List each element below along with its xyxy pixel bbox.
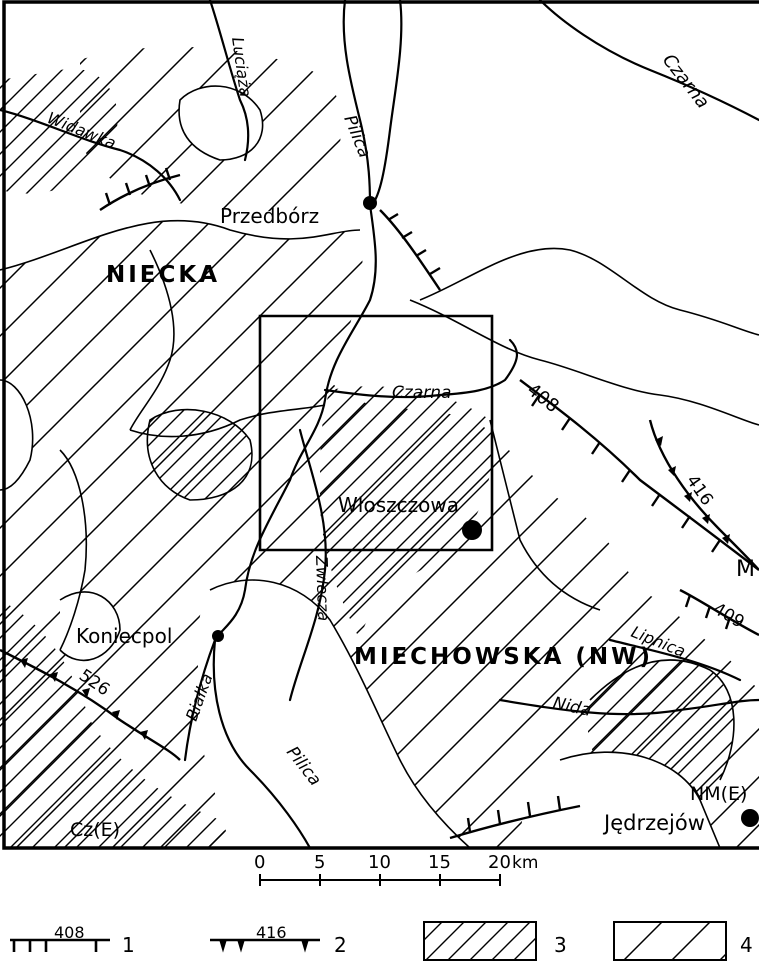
town-label-koniecpol: Koniecpol	[76, 624, 172, 648]
scale-bar: 0 5 10 15 20 km	[254, 852, 538, 886]
boundary-line	[0, 379, 34, 491]
river-pilica-upper	[370, 0, 403, 207]
river-czarna-center	[323, 338, 518, 399]
scarp-number-408: 408	[523, 379, 563, 417]
legend-label-1: 1	[122, 933, 135, 957]
legend: 408 1 416 2 3 4	[10, 921, 753, 961]
scale-unit: km	[512, 853, 538, 873]
stream	[129, 404, 326, 438]
clearing-koniecpol	[60, 591, 120, 661]
river-zwlecza	[288, 428, 327, 702]
region-code-nm: NM(E)	[690, 783, 747, 805]
area-unit-3-center	[147, 409, 252, 500]
river-pilica	[212, 0, 377, 848]
river-label-zwlecza: Zwlecza	[312, 554, 333, 621]
region-label-niecka: NIECKA	[106, 262, 220, 288]
boundary-line	[419, 247, 759, 336]
river-luciaza	[208, 0, 250, 162]
scale-tick-0: 0	[254, 852, 265, 873]
clearing-se	[520, 752, 720, 848]
scarp-409-ticks	[684, 594, 732, 630]
legend-item-2: 416 2	[210, 923, 347, 957]
scarp-pilica-east-ticks	[387, 212, 441, 276]
boundary-line	[0, 219, 361, 271]
boundary-line	[146, 408, 253, 501]
clearing-w	[0, 380, 33, 490]
legend-label-2: 2	[334, 933, 347, 957]
scarp-409	[679, 588, 759, 637]
region-code-m: M	[736, 557, 755, 582]
scarp-bottom-ticks	[466, 795, 562, 833]
legend-number-416: 416	[256, 923, 287, 942]
boundary-line	[209, 579, 471, 848]
map-frame	[2, 0, 759, 850]
scarp-number-409: 409	[710, 599, 748, 633]
legend-item-4: 4	[613, 921, 753, 961]
scarp-north-ticks	[104, 167, 172, 206]
scarp-408	[519, 379, 759, 571]
scarp-bottom	[449, 804, 581, 840]
clearing-ne	[390, 0, 759, 420]
river-lipnica	[608, 638, 742, 682]
scarp-408-ticks	[531, 393, 721, 553]
town-label-jedrzejow: Jędrzejów	[602, 811, 705, 835]
area-unit-3-wloszczowa	[320, 386, 493, 640]
region-code-cz: Cz(E)	[70, 819, 120, 841]
town-dot-koniecpol	[212, 630, 224, 642]
scarp-416	[648, 419, 759, 571]
boundary-line	[178, 85, 264, 161]
legend-label-3: 3	[554, 933, 567, 957]
town-label-wloszczowa: Włoszczowa	[338, 493, 459, 517]
river-widawka	[0, 108, 182, 202]
town-dot-przedborz	[363, 196, 377, 210]
legend-number-408: 408	[54, 923, 85, 942]
town-label-przedborz: Przedbórz	[220, 204, 319, 228]
river-bialka	[183, 638, 217, 762]
legend-label-4: 4	[740, 933, 753, 957]
boundary-line	[59, 591, 121, 662]
town-dot-wloszczowa	[462, 520, 482, 540]
river-label-czarna-c: Czarna	[392, 383, 451, 403]
area-unit-3-nw	[0, 68, 118, 194]
clearing-s	[197, 580, 470, 848]
boundary-line	[409, 299, 759, 426]
river-label-pilica-n: Pilica	[339, 112, 374, 160]
scale-tick-10: 10	[368, 852, 391, 873]
area-unit-3-south	[0, 600, 230, 848]
scarp-pilica-east	[379, 209, 441, 291]
river-nida	[498, 698, 759, 716]
scale-tick-15: 15	[428, 852, 451, 873]
legend-item-1: 408 1	[10, 923, 135, 957]
stream	[59, 449, 88, 651]
scale-tick-5: 5	[314, 852, 325, 873]
boundary-line	[559, 751, 721, 848]
region-label-miechowska: MIECHOWSKA (NW)	[354, 644, 653, 670]
boundary-line	[589, 659, 735, 781]
stream	[129, 249, 175, 431]
study-area-frame	[258, 314, 494, 552]
legend-item-3: 3	[423, 921, 567, 961]
scale-tick-20: 20	[488, 852, 511, 873]
river-czarna-ne	[538, 0, 759, 122]
town-dot-jedrzejow	[741, 809, 759, 827]
stream	[489, 419, 601, 611]
